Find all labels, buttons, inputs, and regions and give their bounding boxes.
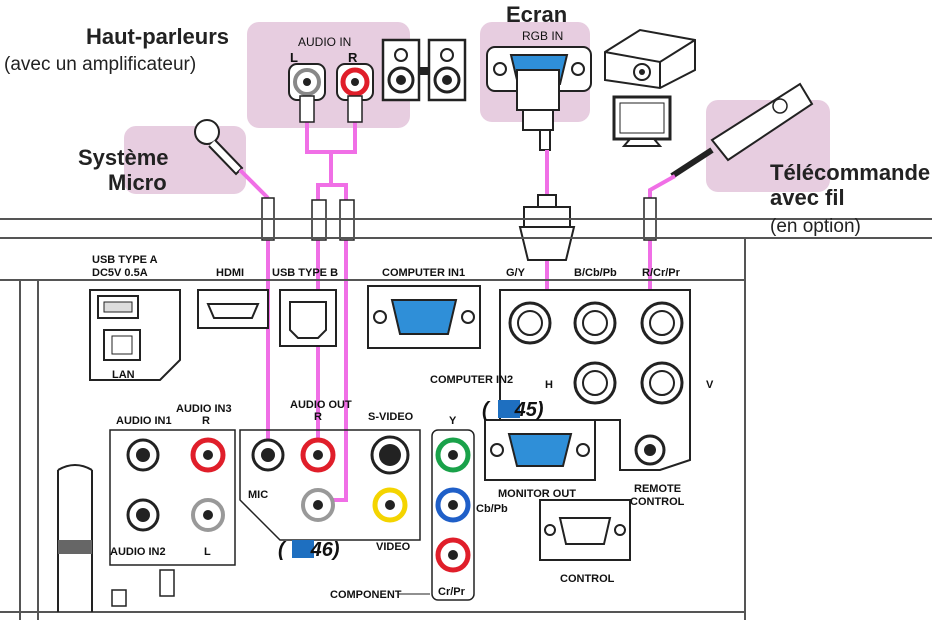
remote-title-1: Télécommande	[770, 160, 930, 185]
speakers-highlight	[247, 22, 410, 128]
computer-in2-block	[499, 289, 691, 471]
ref45-close: )	[535, 399, 544, 421]
v-label: V	[706, 379, 714, 391]
security-slot	[111, 569, 175, 607]
usb-lan-block	[89, 289, 181, 381]
panel-frame	[0, 218, 932, 620]
audio-in-block	[109, 429, 236, 566]
rgb-in-label: RGB IN	[522, 29, 563, 43]
ref45-open: (	[482, 399, 491, 421]
remote-icon	[670, 82, 814, 179]
hdmi-port	[197, 289, 269, 329]
remote-subtitle: (en option)	[770, 216, 861, 237]
speakers-subtitle: (avec un amplificateur)	[4, 54, 196, 75]
component-jacks	[431, 429, 475, 601]
svideo-label: S-VIDEO	[368, 411, 414, 423]
vga-plug	[518, 194, 576, 261]
hdmi-label: HDMI	[216, 267, 244, 279]
rgb-in-connector	[486, 46, 592, 151]
audio-in3-label: AUDIO IN3	[176, 403, 232, 415]
audio-out-label: AUDIO OUT	[290, 399, 352, 411]
mic-title-2: Micro	[108, 170, 167, 195]
audio-r-label: R	[348, 50, 358, 65]
audio-in2-l-label: L	[204, 546, 211, 558]
screen-title: Ecran	[506, 2, 567, 27]
audio-in-label: AUDIO IN	[298, 35, 351, 49]
speakers-title: Haut-parleurs	[86, 24, 229, 49]
ref46-close: )	[331, 539, 340, 561]
y-label: Y	[449, 415, 457, 427]
audio-in-jacks	[288, 63, 374, 101]
computer-in1-label: COMPUTER IN1	[382, 267, 465, 279]
remote-control-label-1: REMOTE	[634, 483, 681, 495]
ref46-open: (	[278, 539, 287, 561]
audio-in2-label: AUDIO IN2	[110, 546, 166, 558]
lan-label: LAN	[112, 369, 135, 381]
ref45-number: 45	[514, 399, 538, 421]
ref46: (46)	[278, 539, 340, 561]
monitor-icon	[612, 95, 672, 147]
rcrpr-label: R/Cr/Pr	[642, 267, 681, 279]
control-port	[539, 499, 631, 561]
remote-control-jack	[634, 434, 666, 466]
audio-in1-label: AUDIO IN1	[116, 415, 172, 427]
usb-b-label: USB TYPE B	[272, 267, 338, 279]
remote-control-label-2: CONTROL	[630, 496, 685, 508]
projector-icon	[604, 28, 696, 90]
component-label: COMPONENT	[330, 589, 402, 601]
ref46-number: 46	[310, 539, 334, 561]
crpr-label: Cr/Pr	[438, 586, 466, 598]
h-label: H	[545, 379, 553, 391]
cbpb-label: Cb/Pb	[476, 503, 508, 515]
gy-label: G/Y	[506, 267, 526, 279]
speaker-icon	[381, 38, 467, 102]
bcbpb-label: B/Cb/Pb	[574, 267, 617, 279]
usb-a-label-1: USB TYPE A	[92, 254, 158, 266]
monitor-out-label: MONITOR OUT	[498, 488, 576, 500]
ref45: (45)	[482, 399, 544, 421]
video-label: VIDEO	[376, 541, 411, 553]
computer-in2-label: COMPUTER IN2	[430, 374, 513, 386]
monitor-out-port	[484, 419, 596, 481]
usb-b-port	[279, 289, 337, 347]
book-icon	[292, 400, 520, 558]
remote-title-2: avec fil	[770, 185, 845, 210]
mic-label: MIC	[248, 489, 268, 501]
audio-in3-r-label: R	[202, 415, 210, 427]
usb-a-label-2: DC5V 0.5A	[92, 267, 148, 279]
control-label: CONTROL	[560, 573, 615, 585]
cable-hook	[57, 464, 93, 612]
audio-l-label: L	[290, 50, 298, 65]
audio-out-block	[239, 429, 421, 541]
mic-title-1: Système	[78, 145, 169, 170]
computer-in1-port	[367, 285, 481, 349]
audio-out-r-label: R	[314, 411, 322, 423]
